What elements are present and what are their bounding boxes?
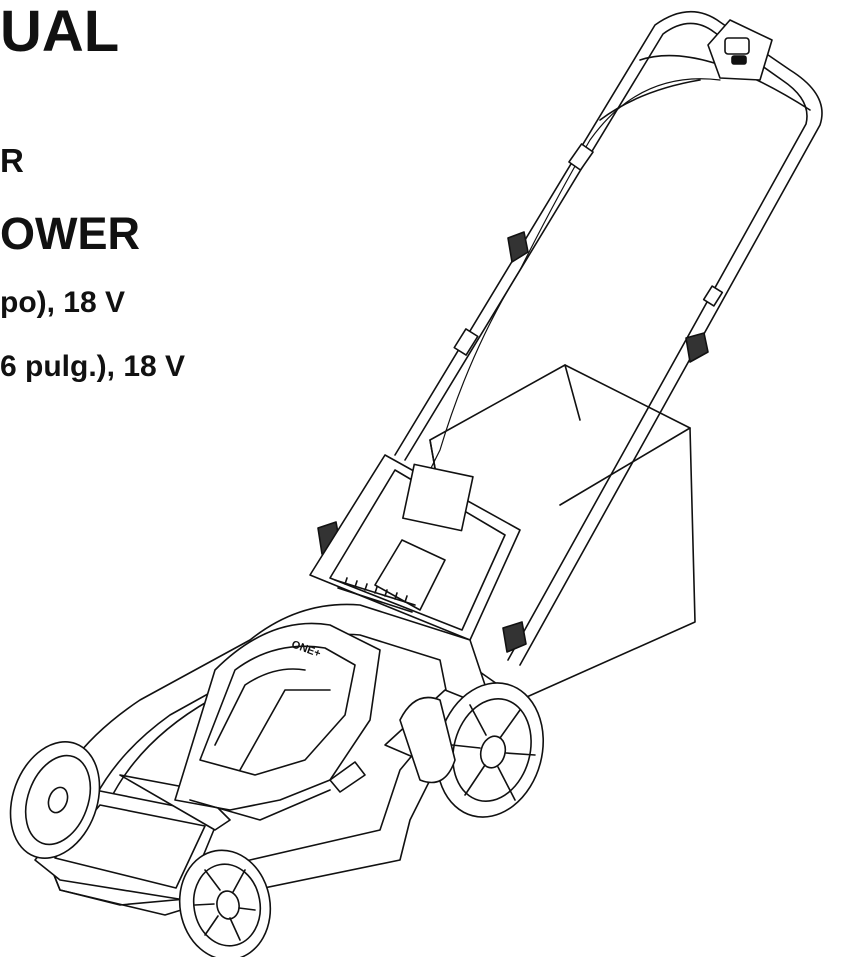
front-left-wheel <box>0 729 115 870</box>
handle-knobs <box>318 232 708 652</box>
handle-clips <box>454 144 722 355</box>
spec-line-1: po), 18 V <box>0 286 126 319</box>
power-cable <box>430 79 720 470</box>
rear-right-wheel <box>422 671 558 829</box>
front-right-wheel <box>171 843 279 957</box>
rear-flap <box>310 455 520 640</box>
switch-box <box>708 20 772 80</box>
title-line-2: R <box>0 142 24 179</box>
manual-title-fragment: UAL <box>0 0 120 64</box>
rear-grille <box>335 578 415 612</box>
battery-cover <box>175 623 380 820</box>
title-line-3: OWER <box>0 208 140 259</box>
rear-left-wheel <box>400 698 455 783</box>
spec-line-2: 6 pulg.), 18 V <box>0 350 186 383</box>
